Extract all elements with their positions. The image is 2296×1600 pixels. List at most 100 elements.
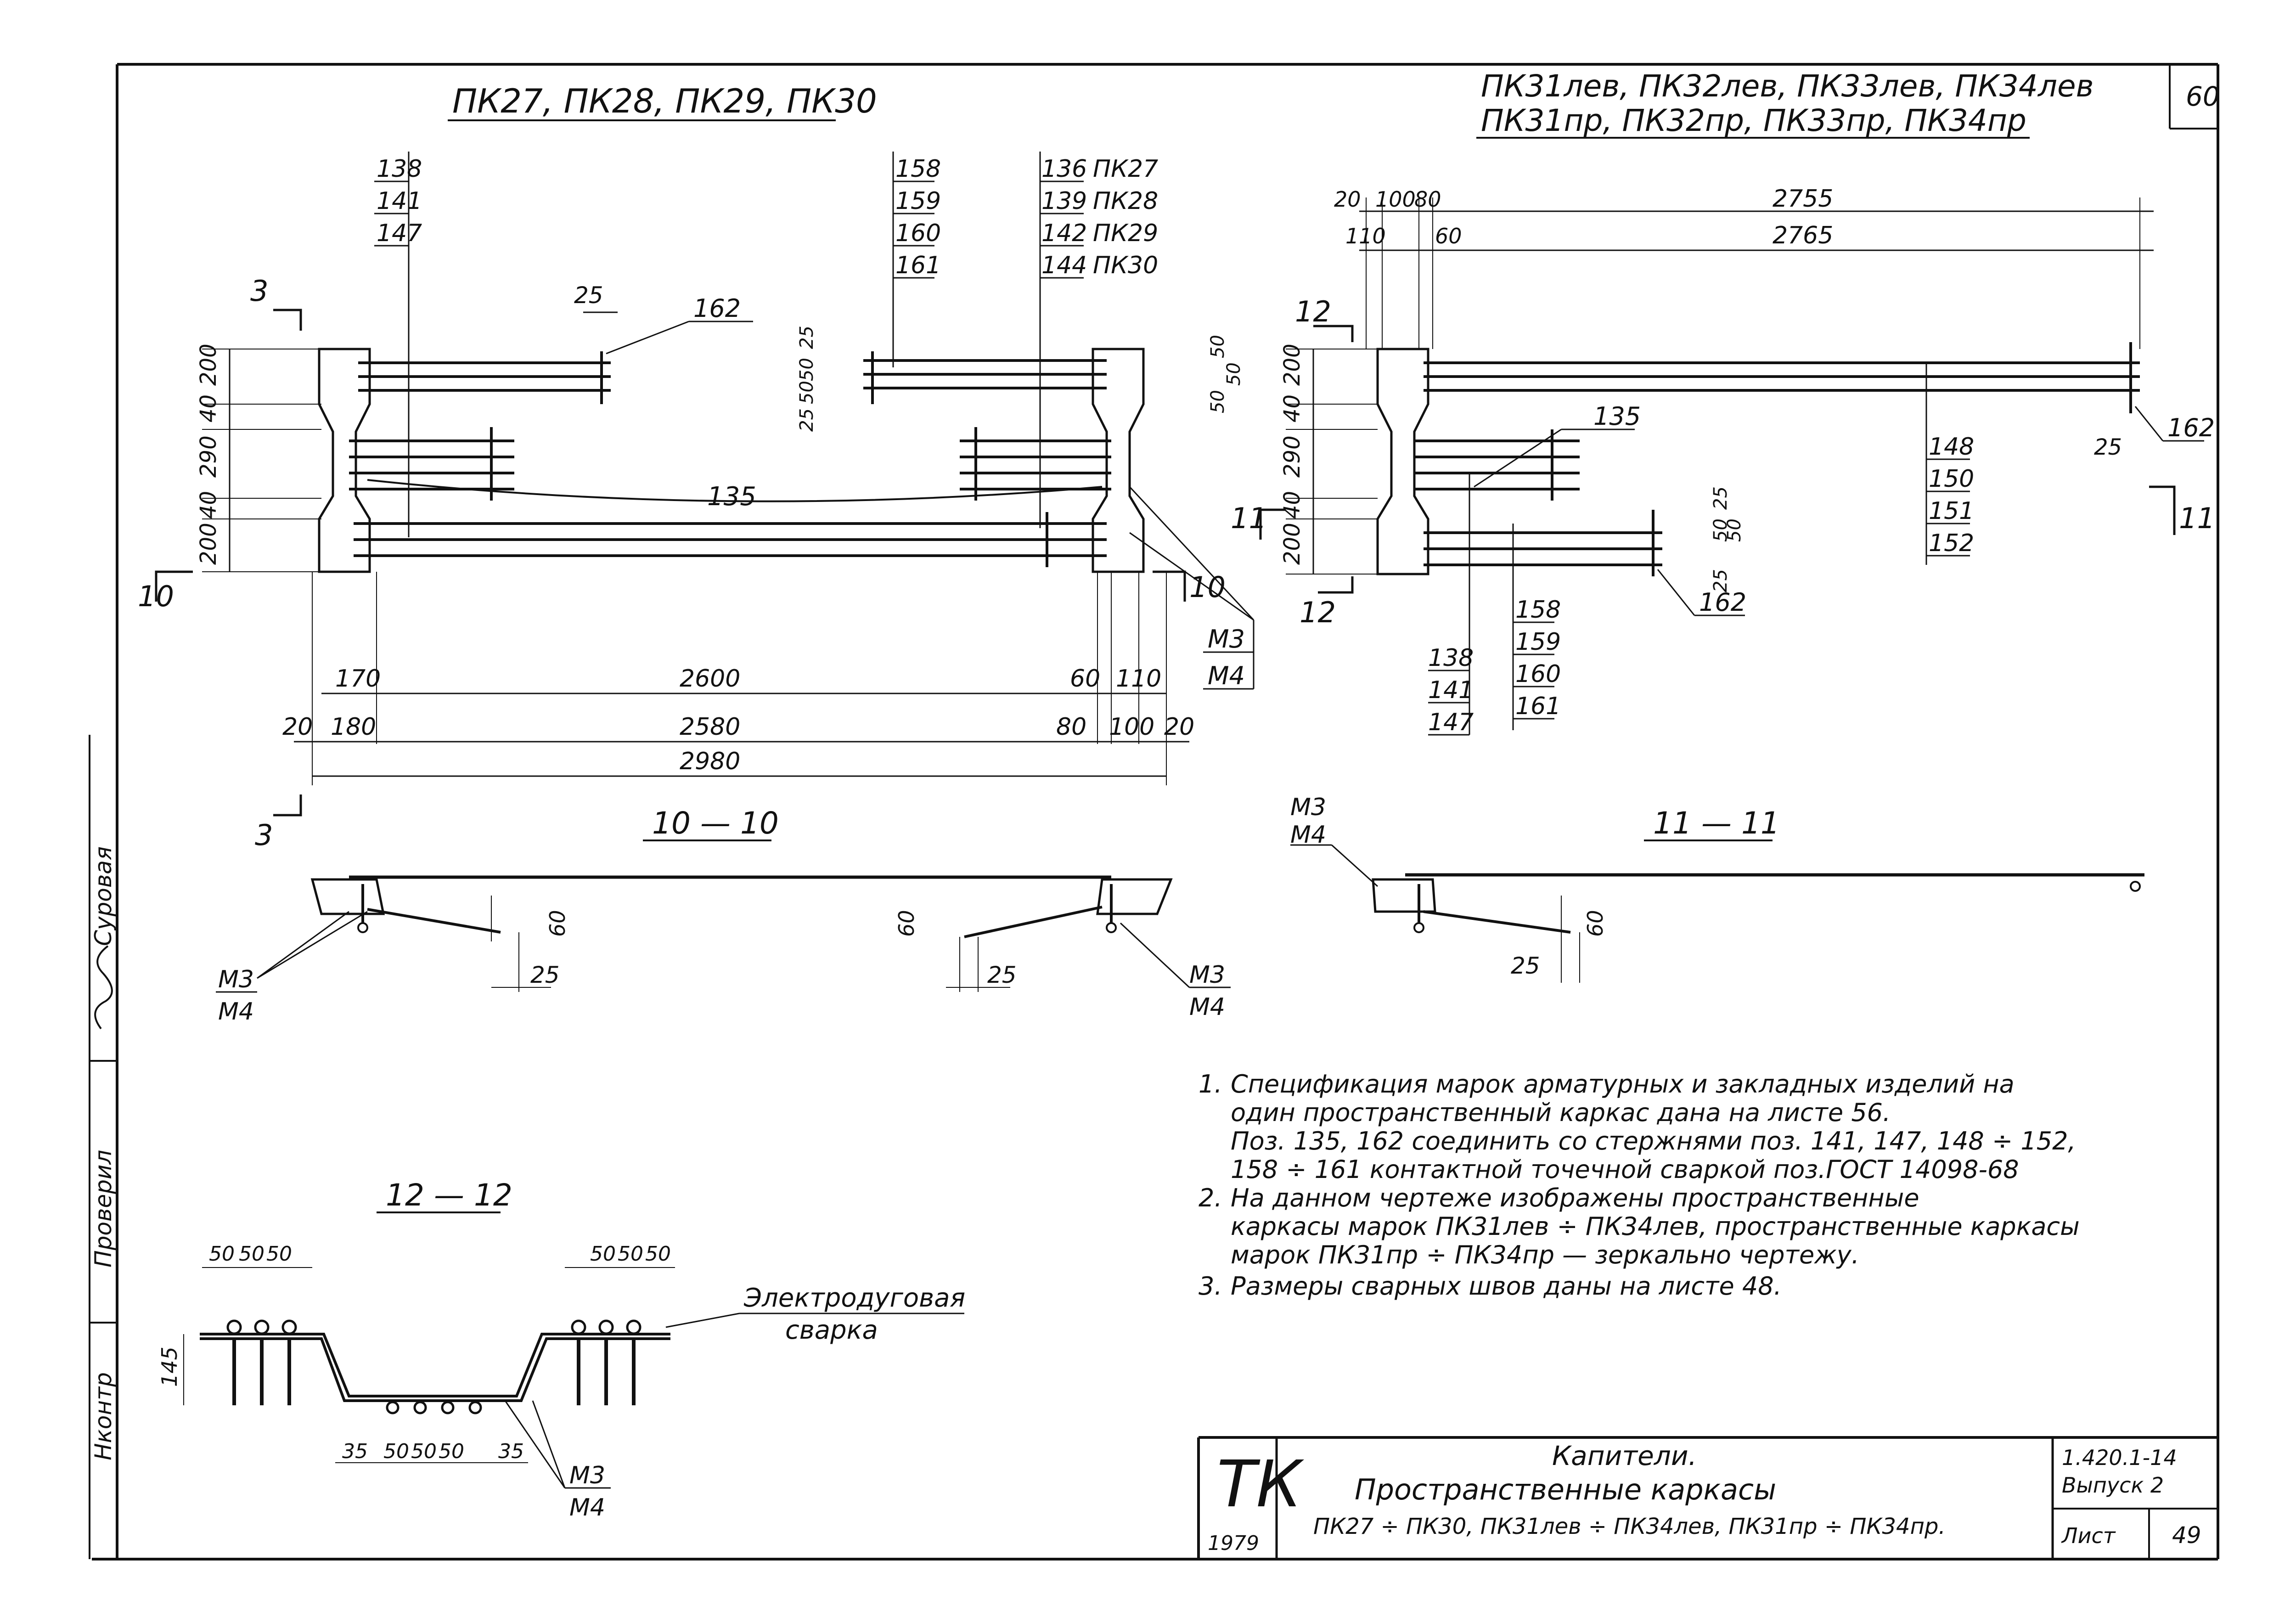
svg-text:50: 50 — [590, 1242, 616, 1266]
svg-text:М3: М3 — [1290, 794, 1326, 821]
svg-text:М3: М3 — [569, 1462, 605, 1489]
anchor-bars — [232, 1339, 636, 1405]
title-sheet-no: 49 — [2172, 1522, 2201, 1549]
bars-top-right — [863, 351, 1107, 404]
section-3-top: 3 — [250, 274, 268, 308]
svg-text:25: 25 — [796, 408, 817, 432]
svg-text:200: 200 — [1279, 523, 1305, 565]
svg-text:50: 50 — [796, 381, 817, 404]
svg-text:50: 50 — [209, 1242, 235, 1266]
svg-text:25: 25 — [987, 962, 1017, 988]
svg-text:136: 136 — [1041, 155, 1087, 183]
bar-135 — [367, 479, 1103, 502]
svg-text:40: 40 — [1279, 394, 1305, 423]
sheet-corner-number: 60 — [2186, 81, 2220, 112]
svg-text:20: 20 — [1334, 187, 1361, 212]
left-mark-m3: М3 — [1208, 625, 1245, 654]
svg-text:110: 110 — [1345, 224, 1386, 248]
signature — [94, 945, 113, 1030]
svg-text:151: 151 — [1929, 497, 1974, 525]
svg-text:139: 139 — [1041, 187, 1087, 215]
section-10-10: 10 — 10 60 25 60 25 М3 М4 М3 М4 — [216, 806, 1231, 1025]
title-org: ТК — [1217, 1447, 1305, 1522]
svg-text:М4: М4 — [569, 1494, 605, 1521]
svg-text:147: 147 — [377, 220, 422, 247]
svg-text:290: 290 — [1279, 435, 1305, 478]
svg-text:160: 160 — [1515, 660, 1561, 688]
section-12-12-title: 12 — 12 — [386, 1177, 512, 1213]
svg-text:161: 161 — [1515, 693, 1561, 720]
left-pos-135: 135 — [707, 482, 756, 512]
svg-text:141: 141 — [1428, 676, 1474, 704]
svg-text:40: 40 — [1279, 491, 1305, 519]
svg-text:2755: 2755 — [1773, 185, 1833, 213]
svg-text:20: 20 — [1164, 713, 1194, 741]
note-1: 1.Спецификация марок арматурных и заклад… — [1199, 1070, 2076, 1184]
side-bottom: Нконтр — [90, 1372, 117, 1460]
svg-text:60: 60 — [545, 910, 570, 937]
svg-text:М4: М4 — [218, 998, 254, 1025]
pos-stack-e: 138 141 147 — [1428, 473, 1474, 736]
svg-text:100: 100 — [1109, 713, 1154, 741]
svg-text:160: 160 — [895, 220, 941, 247]
svg-text:161: 161 — [895, 252, 941, 279]
weld-label-1: Электродуговая — [743, 1283, 965, 1313]
side-name: Суровая — [90, 846, 117, 946]
right-pos-162-top: 162 — [2167, 413, 2215, 442]
right-bars-middle — [1414, 429, 1580, 501]
svg-text:50: 50 — [439, 1440, 464, 1463]
side-checked: Проверил — [90, 1150, 117, 1268]
svg-text:25: 25 — [530, 962, 560, 988]
svg-text:60: 60 — [1070, 665, 1100, 693]
svg-text:144: 144 — [1041, 252, 1087, 279]
svg-text:25: 25 — [1710, 569, 1731, 592]
svg-text:25: 25 — [1710, 486, 1731, 510]
svg-text:ПК27: ПК27 — [1093, 155, 1158, 183]
title-name-1: Капители. — [1552, 1440, 1697, 1471]
svg-text:200: 200 — [196, 523, 221, 565]
svg-text:50: 50 — [796, 358, 817, 381]
right-title-line2: ПК31пр, ПК32пр, ПК33пр, ПК34пр — [1481, 103, 2026, 138]
title-year: 1979 — [1208, 1532, 1259, 1555]
svg-text:50: 50 — [1207, 390, 1228, 413]
left-mark-m4: М4 — [1208, 661, 1245, 690]
right-pos-135: 135 — [1593, 402, 1641, 431]
svg-text:138: 138 — [1428, 644, 1474, 672]
section-3-bottom: 3 — [255, 818, 273, 852]
left-horizontal-dims: 170 2600 60 110 20 180 2580 80 100 20 29… — [282, 572, 1194, 785]
svg-text:145: 145 — [157, 1346, 182, 1387]
svg-text:М4: М4 — [1290, 821, 1326, 849]
svg-text:148: 148 — [1929, 433, 1974, 461]
weld-label-2: сварка — [785, 1315, 878, 1345]
title-name-3: ПК27 ÷ ПК30, ПК31лев ÷ ПК34лев, ПК31пр ÷… — [1313, 1514, 1946, 1539]
section-11-11: 11 — 11 60 25 М3 М4 — [1290, 794, 2144, 983]
section-12-bottom: 12 — [1300, 596, 1336, 629]
svg-text:ПК30: ПК30 — [1093, 252, 1158, 279]
svg-text:ПК28: ПК28 — [1093, 187, 1158, 215]
svg-text:100: 100 — [1375, 187, 1416, 212]
svg-text:110: 110 — [1116, 665, 1161, 693]
sheet-frame — [92, 63, 2219, 1561]
left-dim-25: 25 — [574, 282, 603, 309]
svg-text:М4: М4 — [1189, 993, 1225, 1021]
svg-text:2580: 2580 — [680, 713, 740, 741]
pos-stack-c: 136 139 142 144 ПК27 ПК28 ПК29 ПК30 — [1039, 152, 1158, 528]
note-3: 3.Размеры сварных швов даны на листе 48. — [1199, 1272, 1782, 1301]
svg-text:80: 80 — [1056, 713, 1086, 741]
svg-text:152: 152 — [1929, 530, 1974, 557]
svg-text:20: 20 — [282, 713, 313, 741]
svg-text:147: 147 — [1428, 709, 1474, 736]
svg-text:159: 159 — [895, 187, 941, 215]
svg-text:35: 35 — [342, 1440, 368, 1463]
svg-text:50: 50 — [645, 1242, 671, 1266]
svg-text:М3: М3 — [1189, 961, 1225, 989]
svg-text:50: 50 — [1207, 335, 1228, 358]
svg-text:200: 200 — [1279, 344, 1305, 386]
left-plan-view: ПК27, ПК28, ПК29, ПК30 — [138, 82, 1255, 852]
pos-stack-a: 138 141 147 — [374, 152, 422, 537]
bars-bottom — [354, 512, 1107, 567]
svg-text:35: 35 — [498, 1440, 524, 1463]
left-vertical-dims: 200 40 290 40 200 — [196, 344, 321, 572]
pos-stack-b: 158 159 160 161 — [892, 152, 941, 367]
bars-middle — [349, 427, 1111, 501]
